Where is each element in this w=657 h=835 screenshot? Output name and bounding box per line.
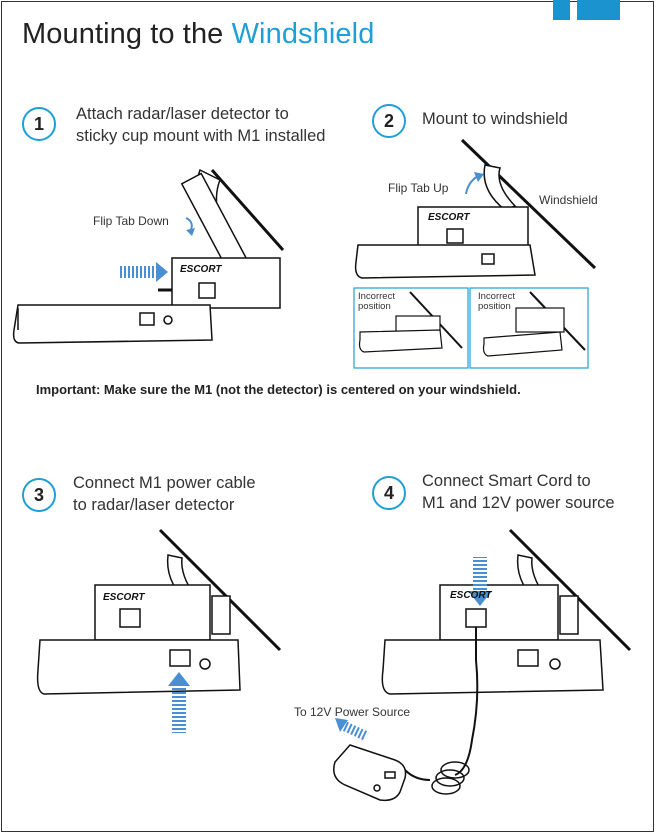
page-title: Mounting to the Windshield [22, 18, 374, 51]
corner-tab-left [553, 0, 570, 20]
step-3-arrow-shaft [172, 683, 186, 733]
incorrect-1-line-1: Incorrect [358, 291, 395, 302]
step-1-brand: ESCORT [180, 264, 222, 275]
incorrect-1-line-2: position [358, 301, 391, 312]
step-1-line-2: sticky cup mount with M1 installed [76, 127, 326, 145]
step-3-number: 3 [22, 478, 56, 512]
corner-tab-right [577, 0, 620, 20]
step-4-m1-module [439, 584, 559, 641]
step-3-arrow-head [168, 672, 190, 686]
step-2-number: 2 [372, 104, 406, 138]
step-1-illustration [12, 168, 285, 344]
step-4-text: Connect Smart Cord to M1 and 12V power s… [422, 470, 615, 514]
label-power-source: To 12V Power Source [294, 705, 411, 719]
step-3-windshield [158, 528, 282, 652]
step-4-illustration [333, 528, 632, 802]
step-2-line-1: Mount to windshield [422, 110, 568, 128]
step-3-m1-module [94, 584, 211, 641]
incorrect-2-line-1: Incorrect [478, 291, 515, 302]
step-4-line-2: M1 and 12V power source [422, 494, 615, 512]
incorrect-label-1: Incorrect position [358, 292, 395, 312]
title-accent: Windshield [231, 18, 375, 50]
step-3-line-1: Connect M1 power cable [73, 474, 256, 492]
windshield-line [460, 138, 597, 270]
step-4-line-1: Connect Smart Cord to [422, 472, 591, 490]
label-flip-tab-down: Flip Tab Down [93, 214, 169, 228]
incorrect-illustrations [358, 291, 586, 357]
incorrect-2-line-2: position [478, 301, 511, 312]
incorrect-box-1 [353, 287, 469, 369]
step-3-text: Connect M1 power cable to radar/laser de… [73, 472, 256, 516]
label-flip-tab-up: Flip Tab Up [388, 181, 449, 195]
step-3-illustration [36, 528, 282, 695]
step-2-brand: ESCORT [428, 212, 470, 223]
step-4-windshield [508, 528, 632, 652]
step-1-m1-module [171, 257, 281, 309]
step-1-line-1: Attach radar/laser detector to [76, 105, 289, 123]
step-1-arrow-shaft [118, 266, 156, 278]
step-3-brand: ESCORT [103, 592, 145, 603]
title-main: Mounting to the [22, 18, 232, 50]
step-2-detector-body [354, 244, 536, 279]
incorrect-label-2: Incorrect position [478, 292, 515, 312]
step-1-m1-port [198, 282, 216, 299]
step-4-arrow-head [468, 591, 492, 606]
step-2-illustration [354, 138, 597, 279]
label-windshield: Windshield [539, 193, 598, 207]
step-4-detector-body [381, 639, 604, 695]
step-1-text: Attach radar/laser detector to sticky cu… [76, 103, 325, 147]
step-4-number: 4 [372, 476, 406, 510]
smart-cord [454, 627, 479, 776]
step-1-number: 1 [22, 107, 56, 141]
car-charger-plug [333, 744, 407, 802]
power-arrow-head [335, 718, 348, 732]
incorrect-box-2 [469, 287, 589, 369]
power-arrow-shaft [341, 720, 369, 742]
step-1-detector-body [12, 304, 213, 344]
flip-up-arrow [465, 175, 479, 195]
step-4-arrow-shaft [473, 557, 487, 591]
step-2-text: Mount to windshield [422, 108, 568, 130]
step-3-line-2: to radar/laser detector [73, 496, 235, 514]
important-note: Important: Make sure the M1 (not the det… [36, 382, 521, 397]
step-4-brand: ESCORT [450, 590, 492, 601]
step-1-arrow-head [156, 262, 168, 282]
